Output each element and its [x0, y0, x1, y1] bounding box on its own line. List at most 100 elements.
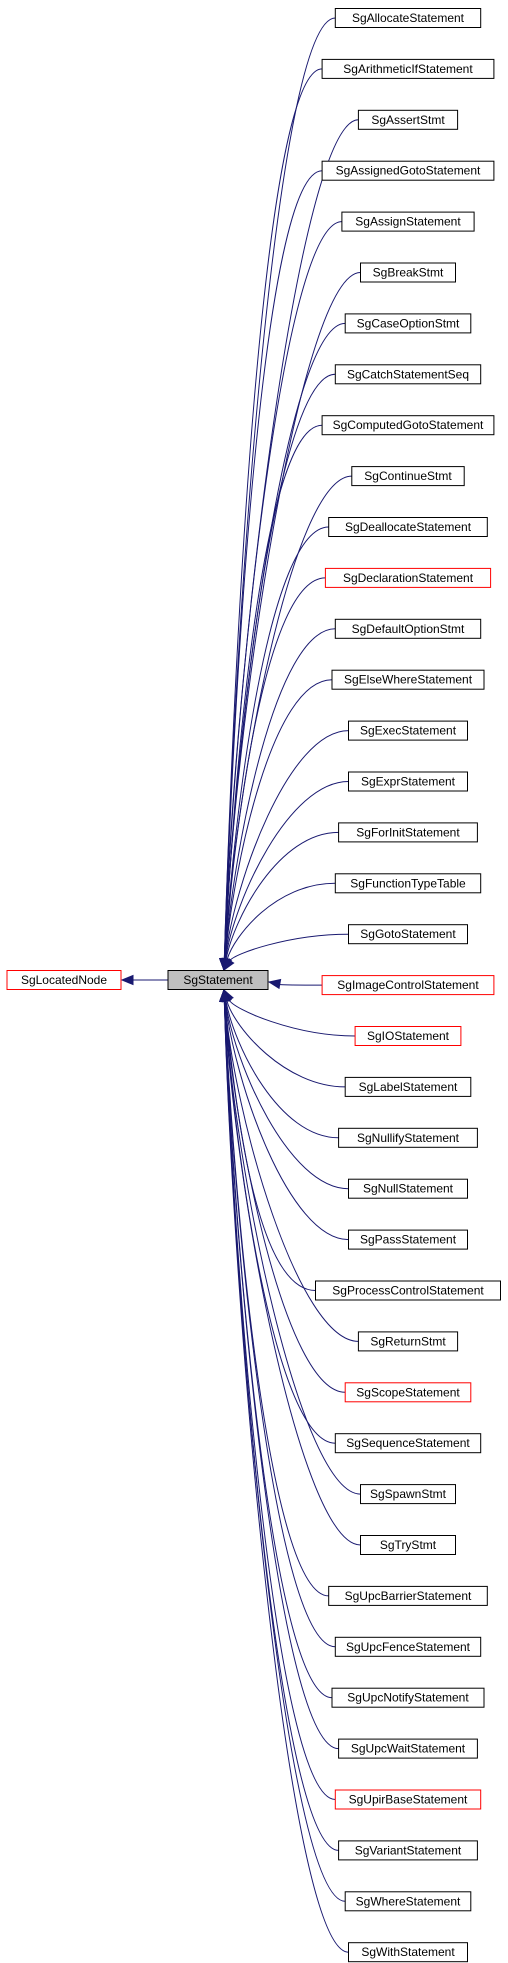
- node-box: [321, 415, 495, 436]
- node-label: SgDeallocateStatement: [345, 520, 472, 534]
- class-node-sg-function-type-table[interactable]: SgFunctionTypeTable: [334, 873, 482, 894]
- inheritance-edge: [224, 373, 336, 960]
- node-label: SgUpirBaseStatement: [349, 1793, 468, 1807]
- node-box: [351, 466, 465, 487]
- class-node-sg-null-statement[interactable]: SgNullStatement: [348, 1178, 468, 1199]
- node-label: SgLocatedNode: [21, 973, 107, 987]
- class-node-sg-case-option-stmt[interactable]: SgCaseOptionStmt: [344, 313, 472, 334]
- node-box: [315, 1280, 501, 1301]
- class-node-sg-allocate-statement[interactable]: SgAllocateStatement: [334, 8, 482, 28]
- node-box: [348, 1942, 468, 1963]
- class-node-sg-label-statement[interactable]: SgLabelStatement: [344, 1076, 472, 1097]
- node-label: SgNullStatement: [363, 1182, 454, 1196]
- inheritance-edge: [223, 1000, 336, 1800]
- class-node-sg-break-stmt[interactable]: SgBreakStmt: [360, 262, 456, 283]
- class-node-sg-assign-statement[interactable]: SgAssignStatement: [341, 211, 475, 232]
- class-node-sg-computed-goto-statement[interactable]: SgComputedGotoStatement: [321, 415, 495, 436]
- node-box: [321, 975, 495, 996]
- class-node-sg-upc-wait-statement[interactable]: SgUpcWaitStatement: [338, 1738, 478, 1759]
- class-node-sg-goto-statement[interactable]: SgGotoStatement: [348, 924, 468, 945]
- class-node-sg-declaration-statement[interactable]: SgDeclarationStatement: [324, 567, 492, 588]
- inheritance-edge: [223, 272, 361, 960]
- class-node-sg-else-where-statement[interactable]: SgElseWhereStatement: [331, 669, 485, 690]
- inheritance-edge: [224, 475, 352, 960]
- node-box: [334, 364, 482, 385]
- node-label: SgUpcFenceStatement: [346, 1640, 471, 1654]
- node-box: [338, 822, 478, 843]
- class-node-sg-expr-statement[interactable]: SgExprStatement: [348, 771, 468, 792]
- node-label: SgGotoStatement: [360, 927, 456, 941]
- class-node-sg-statement[interactable]: SgStatement: [167, 970, 269, 990]
- node-label: SgDefaultOptionStmt: [352, 622, 465, 636]
- node-box: [6, 970, 122, 990]
- node-box: [334, 8, 482, 28]
- class-node-sg-deallocate-statement[interactable]: SgDeallocateStatement: [328, 517, 488, 537]
- class-node-sg-for-init-statement[interactable]: SgForInitStatement: [338, 822, 478, 843]
- class-node-sg-with-statement[interactable]: SgWithStatement: [348, 1942, 468, 1963]
- nodes-layer: SgStatement SgLocatedNode SgAllocateStatem…: [6, 8, 501, 1963]
- node-label: SgElseWhereStatement: [344, 673, 473, 687]
- class-node-sg-upc-fence-statement[interactable]: SgUpcFenceStatement: [334, 1636, 482, 1657]
- class-node-sg-exec-statement[interactable]: SgExecStatement: [348, 720, 468, 741]
- node-box: [321, 58, 495, 79]
- inheritance-edge: [224, 1000, 349, 1190]
- class-node-sg-nullify-statement[interactable]: SgNullifyStatement: [338, 1127, 478, 1148]
- inheritance-edge: [223, 68, 323, 960]
- class-node-sg-upc-barrier-statement[interactable]: SgUpcBarrierStatement: [328, 1585, 488, 1606]
- node-box: [344, 1382, 472, 1403]
- class-node-sg-spawn-stmt[interactable]: SgSpawnStmt: [360, 1484, 456, 1505]
- node-label: SgAssignStatement: [355, 215, 461, 229]
- node-label: SgUpcWaitStatement: [351, 1742, 466, 1756]
- node-box: [360, 1535, 456, 1555]
- node-label: SgIOStatement: [367, 1029, 450, 1043]
- inheritance-edge: [224, 628, 336, 960]
- inheritance-edge: [229, 933, 349, 962]
- class-node-sg-catch-statement-seq[interactable]: SgCatchStatementSeq: [334, 364, 482, 385]
- inheritance-edge: [226, 882, 336, 960]
- node-box: [341, 211, 475, 232]
- arrow-head: [223, 957, 235, 972]
- node-box: [360, 262, 456, 283]
- class-node-sg-image-control-statement[interactable]: SgImageControlStatement: [321, 975, 495, 996]
- class-node-sg-scope-statement[interactable]: SgScopeStatement: [344, 1382, 472, 1403]
- node-label: SgSpawnStmt: [370, 1487, 447, 1501]
- node-label: SgVariantStatement: [355, 1843, 462, 1857]
- inheritance-edge: [223, 1000, 339, 1851]
- class-node-sg-upir-base-statement[interactable]: SgUpirBaseStatement: [334, 1789, 482, 1810]
- node-box: [167, 970, 269, 990]
- node-label: SgCatchStatementSeq: [347, 367, 469, 381]
- class-node-sg-continue-stmt[interactable]: SgContinueStmt: [351, 466, 465, 487]
- class-node-sg-upc-notify-statement[interactable]: SgUpcNotifyStatement: [331, 1687, 485, 1708]
- arrow-head: [219, 988, 230, 1002]
- class-node-sg-pass-statement[interactable]: SgPassStatement: [348, 1229, 468, 1250]
- class-node-sg-where-statement[interactable]: SgWhereStatement: [344, 1891, 472, 1912]
- node-box: [331, 669, 485, 690]
- node-label: SgExprStatement: [361, 775, 456, 789]
- class-node-sg-variant-statement[interactable]: SgVariantStatement: [338, 1840, 478, 1861]
- node-label: SgPassStatement: [360, 1233, 457, 1247]
- class-node-sg-located-node[interactable]: SgLocatedNode: [6, 970, 122, 990]
- class-node-sg-return-stmt[interactable]: SgReturnStmt: [357, 1331, 459, 1352]
- class-node-sg-assert-stmt[interactable]: SgAssertStmt: [357, 109, 459, 130]
- inheritance-edge: [224, 1000, 329, 1597]
- node-box: [344, 313, 472, 334]
- node-box: [360, 1484, 456, 1505]
- class-node-sg-try-stmt[interactable]: SgTryStmt: [360, 1535, 456, 1555]
- class-node-sg-io-statement[interactable]: SgIOStatement: [354, 1026, 462, 1046]
- class-node-sg-assigned-goto-statement[interactable]: SgAssignedGotoStatement: [321, 160, 495, 181]
- class-node-sg-arithmetic-if-statement[interactable]: SgArithmeticIfStatement: [321, 58, 495, 79]
- class-node-sg-default-option-stmt[interactable]: SgDefaultOptionStmt: [334, 618, 482, 639]
- node-box: [334, 1789, 482, 1810]
- node-box: [321, 160, 495, 181]
- inheritance-edge: [224, 1000, 349, 1241]
- inheritance-edge: [223, 1000, 333, 1699]
- class-node-sg-sequence-statement[interactable]: SgSequenceStatement: [334, 1433, 482, 1454]
- inheritance-edge: [224, 1000, 316, 1291]
- inheritance-edge: [225, 781, 349, 960]
- class-node-sg-process-control-statement[interactable]: SgProcessControlStatement: [315, 1280, 501, 1301]
- inheritance-edge: [224, 1000, 361, 1495]
- node-box: [338, 1738, 478, 1759]
- node-label: SgProcessControlStatement: [332, 1284, 484, 1298]
- node-box: [334, 1636, 482, 1657]
